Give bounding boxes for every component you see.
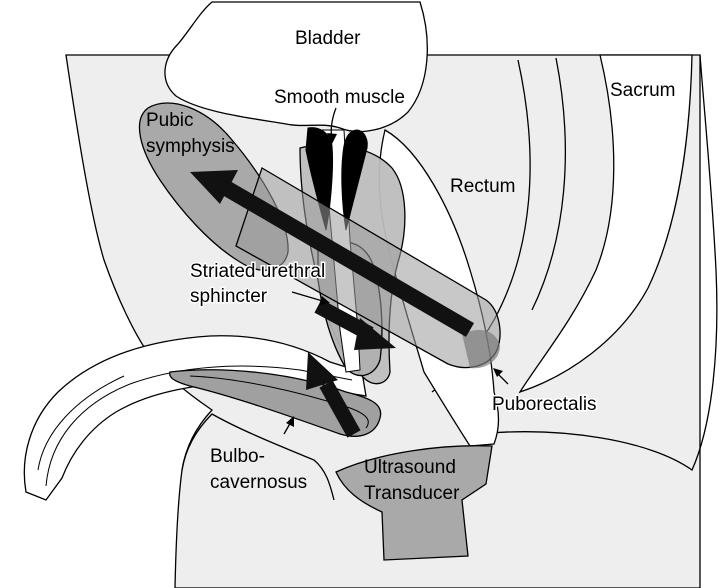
label-bladder: Bladder (295, 28, 361, 49)
label-bulbo-line2: cavernosus (210, 472, 307, 493)
label-sacrum: Sacrum (610, 80, 675, 101)
label-pubic-symphysis-line2: symphysis (146, 136, 235, 157)
label-transducer-line2: Transducer (364, 483, 460, 504)
label-transducer-line1: Ultrasound (364, 457, 456, 478)
label-smooth-muscle: Smooth muscle (274, 87, 405, 108)
label-striated-line1: Striated urethral (190, 261, 325, 282)
label-rectum: Rectum (450, 176, 515, 197)
label-pubic-symphysis-line1: Pubic (146, 110, 194, 131)
label-striated-line2: sphincter (190, 286, 268, 307)
label-puborectalis: Puborectalis (492, 394, 597, 415)
label-bulbo-line1: Bulbo- (210, 446, 265, 467)
